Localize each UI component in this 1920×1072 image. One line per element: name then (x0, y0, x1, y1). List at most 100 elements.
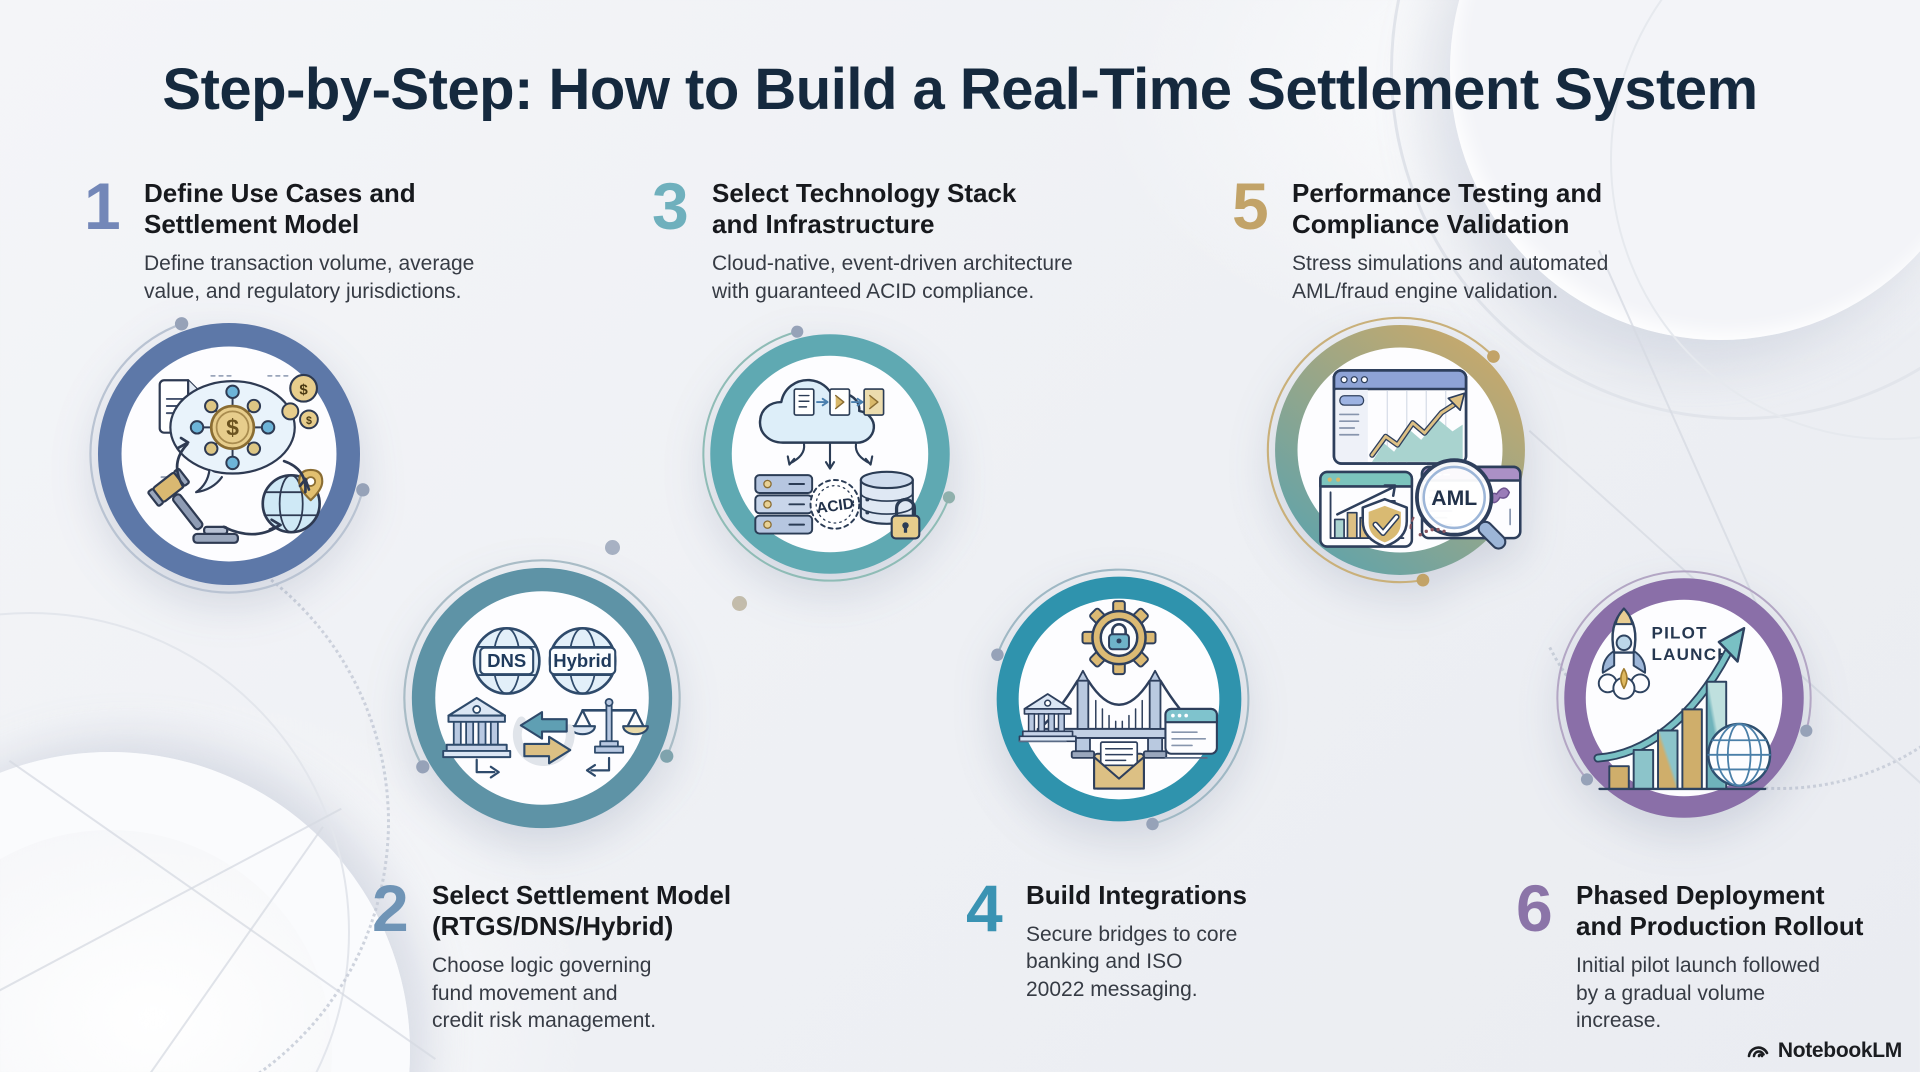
pilot-launch-illustration: PILOT LAUNCH (1556, 570, 1813, 826)
decor-circle-bottom-left-thin (0, 612, 350, 1072)
compliance-dashboard-illustration: AML (1266, 316, 1534, 587)
decor-line (0, 807, 342, 1007)
step-2-number: 2 (372, 871, 409, 945)
orbit-arc (988, 568, 1250, 831)
elbow-arrows (475, 756, 611, 779)
svg-text:$: $ (299, 381, 308, 398)
step-2-medallion: DNS Hybrid (392, 548, 692, 848)
step-3-medallion: ACID (692, 316, 968, 592)
step-5-description: Stress simulations and automated AML/fra… (1292, 252, 1609, 303)
gear-lock-icon (1081, 600, 1157, 676)
scales-icon (569, 698, 649, 754)
pilot-launch-label: PILOT LAUNCH (1652, 624, 1731, 664)
svg-text:$: $ (226, 414, 239, 440)
step-2-description: Choose logic governing fund movement and… (432, 954, 657, 1032)
bridge-icon-group (1018, 600, 1218, 790)
integration-bridge-illustration (988, 568, 1250, 831)
use-case-icon: $ $ $ (147, 373, 324, 544)
notebooklm-logo-icon (1747, 1046, 1769, 1058)
watermark-label: NotebookLM (1777, 1039, 1902, 1062)
step-1-number: 1 (84, 169, 121, 243)
use-case-discovery-illustration: $ $ $ (89, 314, 370, 594)
step-6-ring (1564, 578, 1804, 818)
step-3-title: Select Technology Stack and Infrastructu… (712, 178, 1017, 240)
decor-dot (732, 596, 747, 611)
step-5-ring (1275, 325, 1525, 575)
step-6-medallion: PILOT LAUNCH (1546, 560, 1822, 836)
acid-stamp-icon: ACID (809, 479, 861, 530)
hybrid-globe-icon: Hybrid (548, 626, 617, 695)
step-3-description: Cloud-native, event-driven architecture … (712, 252, 1073, 303)
dash-decor (1409, 516, 1446, 537)
envelope-icon (1093, 741, 1145, 790)
page-title: Step-by-Step: How to Build a Real-Time S… (162, 57, 1758, 122)
doc-flow-icons (793, 388, 885, 416)
cloud-infrastructure-illustration: ACID (702, 325, 958, 582)
step-4-ring (996, 576, 1242, 822)
shield-check-icon (1361, 497, 1409, 548)
orbit-arc (1556, 570, 1813, 826)
bank-icon (442, 696, 512, 759)
browser-window-icon (1164, 707, 1218, 755)
step-2-text: 2 Select Settlement Model (RTGS/DNS/Hybr… (372, 871, 732, 1034)
decor-line (150, 826, 324, 1072)
step-1-text: 1 Define Use Cases and Settlement Model … (84, 169, 475, 305)
exchange-arrow-left (519, 711, 568, 740)
svg-text:LAUNCH: LAUNCH (1652, 645, 1731, 664)
database-lock-icon (859, 470, 921, 540)
settlement-model-icon: DNS Hybrid (442, 626, 649, 779)
step-4-medallion (978, 558, 1260, 840)
step-6-number: 6 (1516, 871, 1553, 945)
step-1-medallion: $ $ $ (78, 303, 380, 605)
exchange-arrow-right (523, 735, 572, 765)
svg-text:$: $ (306, 415, 312, 427)
launch-icon-group: PILOT LAUNCH (1593, 607, 1772, 791)
orbit-arc (89, 314, 370, 594)
step-3-text: 3 Select Technology Stack and Infrastruc… (652, 169, 1073, 305)
rocket-icon (1597, 607, 1651, 700)
orbit-arc (403, 559, 681, 837)
svg-text:PILOT: PILOT (1652, 624, 1708, 643)
step-2-inner-disc (435, 591, 649, 805)
step-4-number: 4 (966, 871, 1003, 945)
down-arrows (786, 443, 874, 470)
step-6-title: Phased Deployment and Production Rollout (1576, 880, 1864, 942)
dashboard-icon-group: AML (1319, 369, 1522, 550)
step-6-description: Initial pilot launch followed by a gradu… (1576, 954, 1820, 1032)
coins-icon: $ $ (281, 373, 319, 430)
step-5-text: 5 Performance Testing and Compliance Val… (1232, 169, 1609, 305)
server-icon (754, 474, 814, 535)
svg-text:DNS: DNS (487, 650, 526, 671)
orbit-arc (702, 325, 958, 582)
step-2-ring (411, 567, 673, 829)
dollar-coin-icon: $ (209, 404, 256, 451)
step-5-number: 5 (1232, 169, 1269, 243)
svg-text:AML: AML (1431, 487, 1477, 510)
analytics-window-icon (1332, 369, 1468, 465)
settlement-model-illustration: DNS Hybrid (403, 559, 681, 837)
svg-text:Hybrid: Hybrid (553, 650, 612, 671)
flow-arrows (175, 436, 311, 536)
step-4-description: Secure bridges to core banking and ISO 2… (1026, 923, 1238, 1001)
orbit-arc (1266, 316, 1534, 587)
step-6-text: 6 Phased Deployment and Production Rollo… (1516, 871, 1864, 1034)
step-5-title: Performance Testing and Compliance Valid… (1292, 178, 1603, 240)
decor-circle-bottom-left-plate (0, 752, 410, 1072)
aml-magnifier-icon: AML (1415, 458, 1507, 550)
step-4-title: Build Integrations (1026, 880, 1247, 910)
dns-globe-icon: DNS (472, 626, 541, 695)
step-1-description: Define transaction volume, average value… (144, 252, 475, 303)
step-1-title: Define Use Cases and Settlement Model (144, 178, 416, 240)
step-1-ring (97, 322, 361, 586)
step-3-ring (710, 334, 950, 574)
globe-icon (1707, 722, 1772, 787)
cloud-stack-icon: ACID (754, 378, 921, 540)
step-2-title: Select Settlement Model (RTGS/DNS/Hybrid… (432, 880, 732, 942)
step-4-text: 4 Build Integrations Secure bridges to c… (966, 871, 1247, 1003)
step-5-medallion: AML (1256, 306, 1544, 594)
notebooklm-watermark: NotebookLM (1745, 1038, 1902, 1064)
step-3-number: 3 (652, 169, 689, 243)
ground-line (1018, 740, 1208, 759)
svg-text:ACID: ACID (815, 495, 855, 517)
